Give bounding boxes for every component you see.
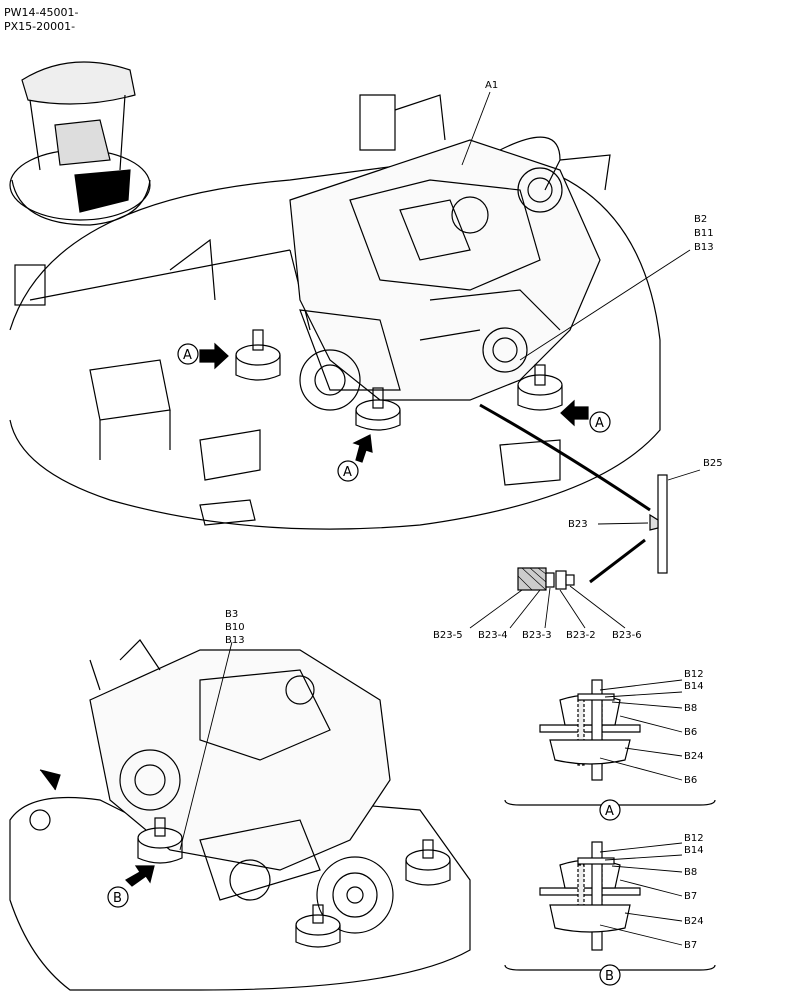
- drain-hose: [479, 403, 651, 512]
- detail-a-title-circle: [599, 799, 621, 821]
- detail-b-b24: B24: [684, 916, 704, 927]
- view-a-marker-3: [337, 460, 359, 482]
- engine-mounts-upper: [235, 329, 563, 431]
- detail-b-title-circle: [599, 964, 621, 986]
- detail-pointer: [589, 538, 646, 584]
- model-code-1: PW14-45001-: [4, 6, 78, 19]
- callout-b13-upper: B13: [694, 242, 714, 253]
- leader-b25: [667, 469, 701, 481]
- engine-upper: [289, 136, 601, 411]
- detail-a-leaders: [599, 679, 683, 781]
- view-b-arrow: [125, 865, 155, 887]
- callout-b23-4: B23-4: [478, 630, 508, 641]
- part-b23-assembly: [517, 567, 575, 591]
- callout-b23-3: B23-3: [522, 630, 552, 641]
- leader-lines-upper: [461, 91, 691, 361]
- detail-a-b24: B24: [684, 751, 704, 762]
- leader-b3: [179, 641, 233, 851]
- detail-b-b8: B8: [684, 867, 697, 878]
- view-arrows-a: [199, 342, 589, 463]
- callout-b23: B23: [568, 519, 588, 530]
- detail-b-leaders: [599, 842, 683, 946]
- detail-b-b7-bottom: B7: [684, 940, 697, 951]
- callout-a1: A1: [485, 80, 498, 91]
- view-a-marker-1: [177, 343, 199, 365]
- view-a-marker-2-label: A: [595, 416, 604, 431]
- part-b25-tube: [649, 474, 668, 574]
- detail-b-drawing: [504, 841, 716, 971]
- callout-b2: B2: [694, 214, 707, 225]
- detail-a-b12: B12: [684, 669, 704, 680]
- leader-b23: [597, 522, 649, 525]
- detail-a-drawing: [504, 679, 716, 806]
- detail-a-b8: B8: [684, 703, 697, 714]
- callout-b25: B25: [703, 458, 723, 469]
- callout-b11: B11: [694, 228, 714, 239]
- view-b-marker: [107, 886, 129, 908]
- callout-b23-6: B23-6: [612, 630, 642, 641]
- detail-b-b14: B14: [684, 845, 704, 856]
- view-a-marker-3-label: A: [343, 465, 352, 480]
- detail-b-b7-top: B7: [684, 891, 697, 902]
- view-a-marker-1-label: A: [183, 348, 192, 363]
- view-b-marker-label: B: [113, 891, 122, 906]
- model-code-2: PX15-20001-: [4, 20, 75, 33]
- callout-b13-lower: B13: [225, 635, 245, 646]
- machine-thumbnail: [9, 61, 151, 226]
- callout-b23-5: B23-5: [433, 630, 463, 641]
- detail-a-b6-top: B6: [684, 727, 697, 738]
- leader-lines-b23: [469, 585, 626, 629]
- detail-b-b12: B12: [684, 833, 704, 844]
- callout-b10: B10: [225, 622, 245, 633]
- view-a-marker-2: [589, 411, 611, 433]
- detail-a-b14: B14: [684, 681, 704, 692]
- callout-b3: B3: [225, 609, 238, 620]
- detail-a-b6-bottom: B6: [684, 775, 697, 786]
- engine-mounts-lower: [137, 817, 451, 948]
- detail-a-title: A: [605, 804, 614, 819]
- upper-frame: [9, 94, 661, 530]
- detail-b-title: B: [605, 969, 614, 984]
- engine-lower: [9, 639, 471, 991]
- callout-b23-2: B23-2: [566, 630, 596, 641]
